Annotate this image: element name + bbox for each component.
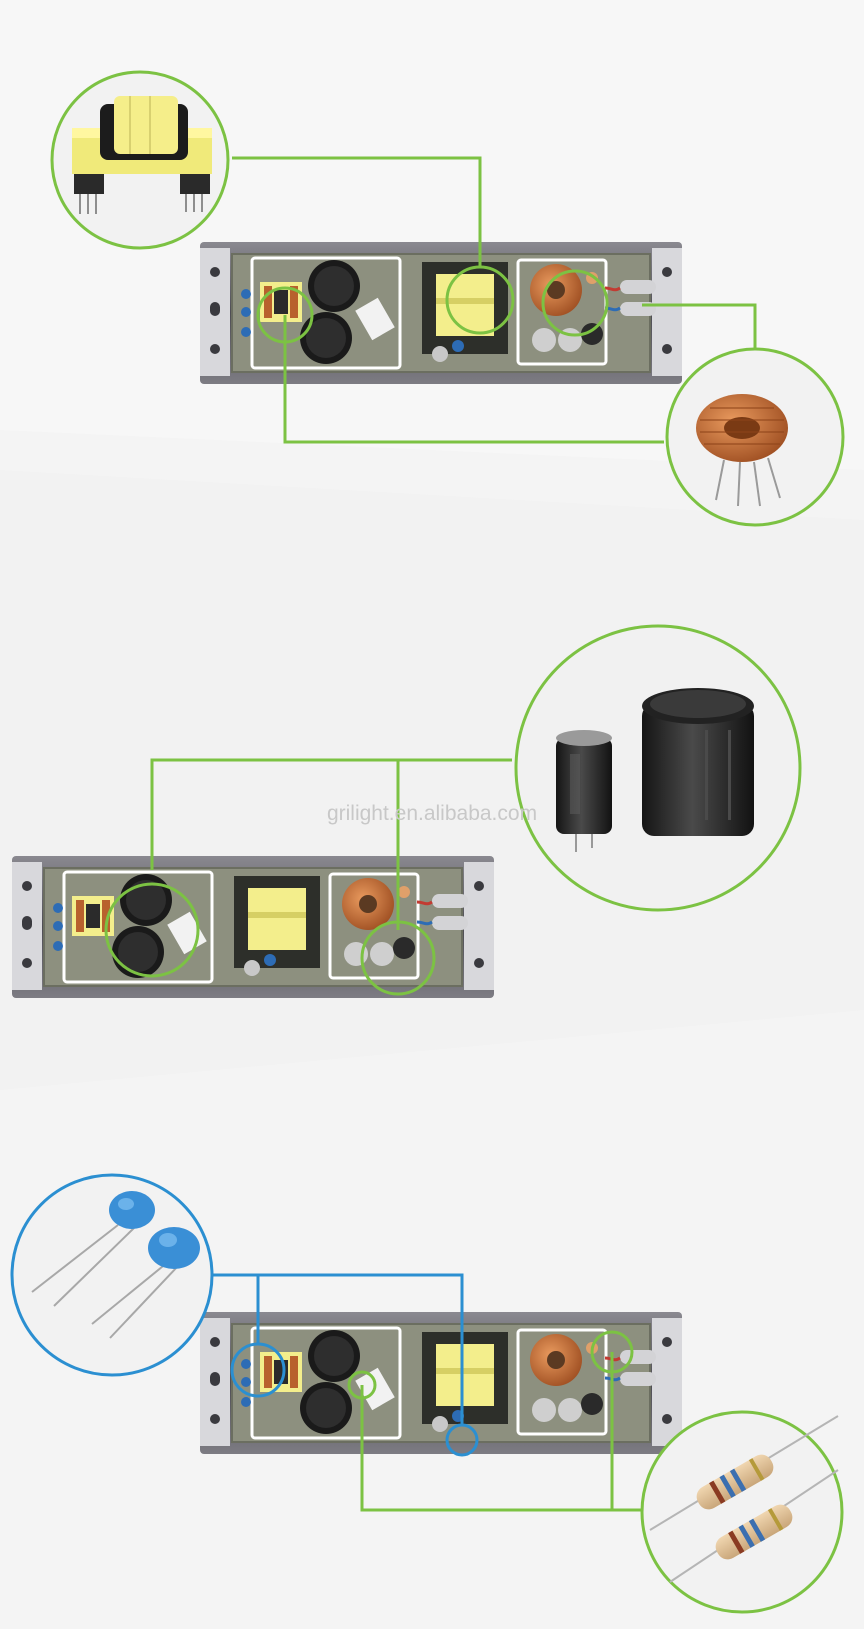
panel-3-callouts — [210, 1273, 660, 1512]
toroid-inductor-zoom — [665, 347, 845, 527]
panel-2-board — [10, 854, 496, 1000]
capacitor-zoom — [514, 624, 802, 912]
panel-2-callouts — [104, 758, 512, 996]
resistor-zoom — [640, 1410, 844, 1614]
ceramic-capacitor-zoom — [10, 1173, 214, 1377]
panel-1-callouts — [232, 156, 757, 444]
panel-1-board — [198, 240, 684, 386]
watermark-text: grilight.en.alibaba.com — [327, 802, 537, 825]
transformer-zoom — [50, 70, 230, 250]
